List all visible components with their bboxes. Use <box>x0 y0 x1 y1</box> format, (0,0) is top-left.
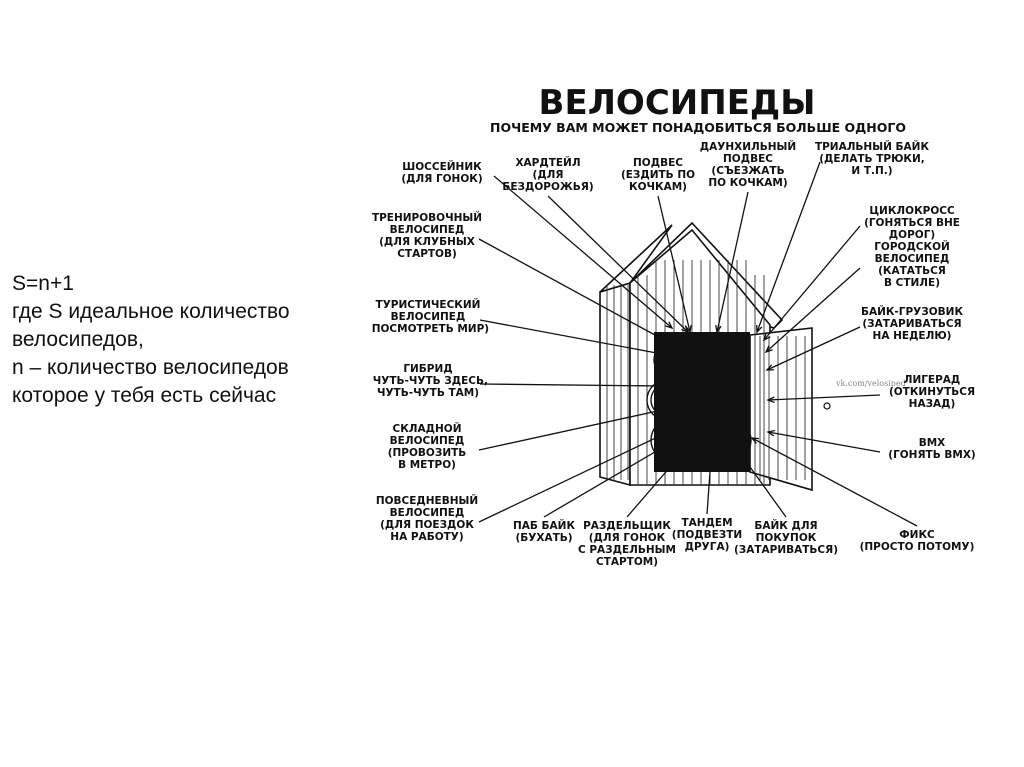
label-hybrid: ГИБРИД(ЧУТЬ-ЧУТЬ ЗДЕСЬ,ЧУТЬ-ЧУТЬ ТАМ) <box>372 363 488 399</box>
formula-line-2: где S идеальное количество <box>12 298 372 326</box>
label-shopping-line-1: БАЙК ДЛЯ <box>754 519 817 532</box>
label-shopping-line-2: ПОКУПОК <box>756 532 817 544</box>
label-bmx: BMX(ГОНЯТЬ BMX) <box>888 437 975 461</box>
formula-line-1: S=n+1 <box>12 270 372 298</box>
label-recumbent-line-1: ЛИГЕРАД <box>904 374 961 386</box>
label-shopping-line-3: (ЗАТАРИВАТЬСЯ) <box>734 544 838 556</box>
label-downhill: ДАУНХИЛЬНЫЙПОДВЕС(СЪЕЗЖАТЬПО КОЧКАМ) <box>700 140 796 189</box>
label-fixie-line-1: ФИКС <box>899 529 935 541</box>
label-downhill-line-4: ПО КОЧКАМ) <box>708 177 787 189</box>
label-touring: ТУРИСТИЧЕСКИЙВЕЛОСИПЕД(ПОСМОТРЕТЬ МИР) <box>372 298 489 335</box>
label-cargo-line-1: БАЙК-ГРУЗОВИК <box>861 305 964 318</box>
label-tt-line-1: РАЗДЕЛЬЩИК <box>583 520 671 532</box>
label-downhill-line-3: (СЪЕЗЖАТЬ <box>711 165 784 177</box>
label-cyclocross-line-3: ДОРОГ) <box>889 229 935 241</box>
label-trial: ТРИАЛЬНЫЙ БАЙК(ДЕЛАТЬ ТРЮКИ,И Т.П.) <box>815 140 930 177</box>
label-tt-line-3: С РАЗДЕЛЬНЫМ <box>578 544 676 556</box>
diagram-subtitle: ПОЧЕМУ ВАМ МОЖЕТ ПОНАДОБИТЬСЯ БОЛЬШЕ ОДН… <box>490 120 906 135</box>
label-tandem-line-2: (ПОДВЕЗТИ <box>672 529 742 541</box>
label-hardtail-line-3: БЕЗДОРОЖЬЯ) <box>502 181 593 193</box>
label-cyclocross-line-1: ЦИКЛОКРОСС <box>869 205 955 217</box>
label-bmx-line-1: BMX <box>919 437 946 449</box>
label-shosseinik-line-1: ШОССЕЙНИК <box>402 160 482 173</box>
label-hardtail-line-2: (ДЛЯ <box>533 169 564 181</box>
label-cargo-line-3: НА НЕДЕЛЮ) <box>873 330 952 342</box>
label-hardtail: ХАРДТЕЙЛ(ДЛЯБЕЗДОРОЖЬЯ) <box>502 156 593 193</box>
label-city-line-4: В СТИЛЕ) <box>884 277 940 289</box>
label-pub: ПАБ БАЙК(БУХАТЬ) <box>513 519 575 544</box>
label-downhill-line-1: ДАУНХИЛЬНЫЙ <box>700 140 796 153</box>
label-hardtail-line-1: ХАРДТЕЙЛ <box>515 156 580 169</box>
label-podves: ПОДВЕС(ЕЗДИТЬ ПОКОЧКАМ) <box>621 157 695 193</box>
label-recumbent-line-2: (ОТКИНУТЬСЯ <box>889 386 975 398</box>
label-cargo-line-2: (ЗАТАРИВАТЬСЯ <box>862 318 961 330</box>
formula-line-3: велосипедов, <box>12 326 372 354</box>
label-everyday-line-3: (ДЛЯ ПОЕЗДОК <box>380 519 474 531</box>
label-fixie-line-2: (ПРОСТО ПОТОМУ) <box>860 541 975 553</box>
bicycles-diagram: ВЕЛОСИПЕДЫ ПОЧЕМУ ВАМ МОЖЕТ ПОНАДОБИТЬСЯ… <box>372 70 982 590</box>
label-hybrid-line-1: ГИБРИД <box>403 363 452 375</box>
label-trainer-line-1: ТРЕНИРОВОЧНЫЙ <box>372 211 482 224</box>
label-podves-line-3: КОЧКАМ) <box>629 181 687 193</box>
label-bmx-line-2: (ГОНЯТЬ BMX) <box>888 449 975 461</box>
label-everyday-line-1: ПОВСЕДНЕВНЫЙ <box>376 494 478 507</box>
label-everyday-line-4: НА РАБОТУ) <box>390 531 463 543</box>
label-city-line-3: (КАТАТЬСЯ <box>878 265 946 277</box>
label-tandem-line-1: ТАНДЕМ <box>681 517 732 529</box>
label-hybrid-line-2: (ЧУТЬ-ЧУТЬ ЗДЕСЬ, <box>372 375 488 387</box>
label-folding-line-3: (ПРОВОЗИТЬ <box>388 447 467 459</box>
label-city-line-2: ВЕЛОСИПЕД <box>875 253 950 265</box>
label-hybrid-line-3: ЧУТЬ-ЧУТЬ ТАМ) <box>377 387 479 399</box>
label-folding-line-2: ВЕЛОСИПЕД <box>390 435 465 447</box>
label-trial-line-1: ТРИАЛЬНЫЙ БАЙК <box>815 140 930 153</box>
label-touring-line-3: (ПОСМОТРЕТЬ МИР) <box>372 323 489 335</box>
label-pub-line-2: (БУХАТЬ) <box>515 532 572 544</box>
label-touring-line-1: ТУРИСТИЧЕСКИЙ <box>376 298 481 311</box>
label-trainer-line-2: ВЕЛОСИПЕД <box>390 224 465 236</box>
label-trainer-line-4: СТАРТОВ) <box>397 248 457 260</box>
label-pub-line-1: ПАБ БАЙК <box>513 519 575 532</box>
label-cyclocross-line-2: (ГОНЯТЬСЯ ВНЕ <box>864 217 960 229</box>
shed: vk.com/velosiped <box>600 223 906 490</box>
label-podves-line-2: (ЕЗДИТЬ ПО <box>621 169 695 181</box>
label-tt-line-2: (ДЛЯ ГОНОК <box>589 532 666 544</box>
label-downhill-line-2: ПОДВЕС <box>723 153 773 165</box>
door-handle-icon <box>824 403 830 409</box>
formula-text: S=n+1 где S идеальное количество велосип… <box>12 270 372 410</box>
label-recumbent-line-3: НАЗАД) <box>909 398 956 410</box>
label-everyday: ПОВСЕДНЕВНЫЙВЕЛОСИПЕД(ДЛЯ ПОЕЗДОКНА РАБО… <box>376 494 478 543</box>
label-city: ГОРОДСКОЙВЕЛОСИПЕД(КАТАТЬСЯВ СТИЛЕ) <box>874 240 950 289</box>
label-folding-line-4: В МЕТРО) <box>398 459 456 471</box>
label-trial-line-3: И Т.П.) <box>851 165 892 177</box>
label-trainer-line-3: (ДЛЯ КЛУБНЫХ <box>379 236 475 248</box>
label-tandem-line-3: ДРУГА) <box>685 541 730 553</box>
label-podves-line-1: ПОДВЕС <box>633 157 683 169</box>
label-touring-line-2: ВЕЛОСИПЕД <box>391 311 466 323</box>
label-trial-line-2: (ДЕЛАТЬ ТРЮКИ, <box>819 153 925 165</box>
arrow-cyclocross <box>764 226 860 340</box>
formula-line-5: которое у тебя есть сейчас <box>12 382 372 410</box>
label-everyday-line-2: ВЕЛОСИПЕД <box>390 507 465 519</box>
label-folding-line-1: СКЛАДНОЙ <box>393 422 462 435</box>
label-city-line-1: ГОРОДСКОЙ <box>874 240 950 253</box>
label-shosseinik: ШОССЕЙНИК(ДЛЯ ГОНОК) <box>401 160 482 185</box>
diagram-canvas: ВЕЛОСИПЕДЫ ПОЧЕМУ ВАМ МОЖЕТ ПОНАДОБИТЬСЯ… <box>372 70 982 590</box>
label-shosseinik-line-2: (ДЛЯ ГОНОК) <box>401 173 482 185</box>
label-tt-line-4: СТАРТОМ) <box>596 556 658 568</box>
diagram-title: ВЕЛОСИПЕДЫ <box>539 83 816 123</box>
label-cargo: БАЙК-ГРУЗОВИК(ЗАТАРИВАТЬСЯНА НЕДЕЛЮ) <box>861 305 964 342</box>
label-trainer: ТРЕНИРОВОЧНЫЙВЕЛОСИПЕД(ДЛЯ КЛУБНЫХСТАРТО… <box>372 211 482 260</box>
arrow-city <box>766 268 860 352</box>
shed-doorway <box>654 332 750 472</box>
formula-line-4: n – количество велосипедов <box>12 354 372 382</box>
label-fixie: ФИКС(ПРОСТО ПОТОМУ) <box>860 529 975 553</box>
